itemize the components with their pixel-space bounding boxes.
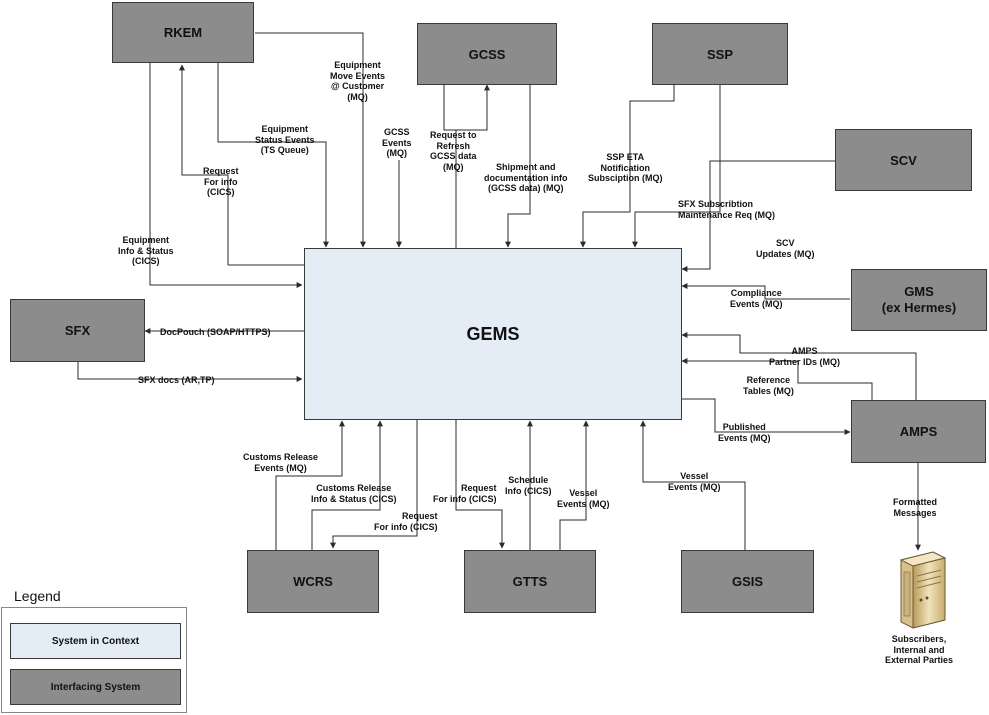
gsis-system[interactable]: GSIS [681,550,814,613]
scv-label: SCV [890,152,917,168]
ssp-eta-line [580,85,675,248]
gsis-vessel-line [640,420,746,550]
gems-label: GEMS [466,323,520,344]
label-customs-release-info: Customs Release Info & Status (CICS) [311,483,397,504]
label-customs-release-events: Customs Release Events (MQ) [243,452,319,473]
label-vessel-events-gsis: Vessel Events (MQ) [668,471,721,492]
rkem-system[interactable]: RKEM [112,2,254,63]
label-gcss-events: GCSS Events (MQ) [382,127,412,158]
gtts-system[interactable]: GTTS [464,550,596,613]
label-ssp-eta: SSP ETA Notification Subsciption (MQ) [588,152,663,183]
scv-system[interactable]: SCV [835,129,972,191]
amps-reference-line [681,358,873,400]
sfx-system[interactable]: SFX [10,299,145,362]
server-icon [899,551,947,629]
label-formatted-messages: Formatted Messages [893,497,938,518]
gems-published-line [682,398,851,435]
legend-interfacing-system: Interfacing System [10,669,181,705]
amps-system[interactable]: AMPS [851,400,986,463]
gtts-vessel-line [559,420,589,550]
legend-panel: System in Context Interfacing System [1,607,187,713]
label-request-for-info-wcrs: Request For info (CICS) [374,511,438,532]
sfx-docs-line [77,362,303,382]
gms-label: GMS (ex Hermes) [881,284,957,315]
ssp-sfx-line [632,85,721,248]
gcss-shipment-line [505,85,531,248]
gcss-refresh-line [443,84,490,131]
label-request-for-info-gtts: Request For info (CICS) [433,483,497,504]
label-equipment-move-events: Equipment Move Events @ Customer (MQ) [330,60,386,102]
label-sfx-subscription: SFX Subscribtion Maintenance Req (MQ) [678,199,776,220]
gcss-label: GCSS [468,46,506,62]
rkem-request-info-line [179,64,229,265]
rkem-move-events-line [255,32,366,248]
label-scv-updates: SCV Updates (MQ) [756,238,815,259]
label-request-for-info-rkem: Request For info (CICS) [203,166,239,197]
wcrs-system[interactable]: WCRS [247,550,379,613]
ssp-system[interactable]: SSP [652,23,788,85]
label-request-refresh-gcss: Request to Refresh GCSS data (MQ) [430,130,477,172]
label-docpouch: DocPouch (SOAP/HTTPS) [160,327,271,337]
gms-compliance-line [681,283,850,300]
label-subscribers: Subscribers, Internal and External Parti… [885,634,954,665]
legend-system-in-context-label: System in Context [51,635,140,647]
label-equipment-status-events: Equipment Status Events (TS Queue) [255,124,315,155]
amps-partner-line [681,332,917,400]
legend-title: Legend [14,588,61,604]
label-reference-tables: Reference Tables (MQ) [743,375,794,396]
wcrs-label: WCRS [293,574,333,589]
wcrs-customs-events-line [275,420,345,550]
legend-system-in-context: System in Context [10,623,181,659]
label-sfx-docs: SFX docs (AR,TP) [138,375,215,385]
rkem-label: RKEM [163,25,203,40]
label-shipment-doc-info: Shipment and documentation info (GCSS da… [484,162,568,193]
gems-system[interactable]: GEMS [304,248,682,420]
gems-wcrs-request-line [330,420,418,549]
rkem-status-events-line [217,63,329,248]
amps-label: AMPS [899,424,938,439]
label-published-events: Published Events (MQ) [718,422,771,443]
gms-system[interactable]: GMS (ex Hermes) [851,269,987,331]
scv-updates-line [681,160,835,272]
sfx-label: SFX [64,323,91,338]
gsis-label: GSIS [731,574,764,589]
label-vessel-events-gtts: Vessel Events (MQ) [557,488,610,509]
gcss-system[interactable]: GCSS [417,23,557,85]
label-schedule-info: Schedule Info (CICS) [505,475,552,496]
wcrs-customs-info-line [311,420,383,550]
gtts-label: GTTS [512,574,548,589]
legend-interfacing-system-label: Interfacing System [50,681,141,693]
label-amps-partner-ids: AMPS Partner IDs (MQ) [769,346,841,367]
label-equipment-info-status: Equipment Info & Status (CICS) [118,235,174,266]
rkem-equipment-info-line [149,63,303,288]
gems-gtts-request-line [455,420,505,549]
label-compliance-events: Compliance Events (MQ) [730,288,783,309]
ssp-label: SSP [706,46,733,62]
